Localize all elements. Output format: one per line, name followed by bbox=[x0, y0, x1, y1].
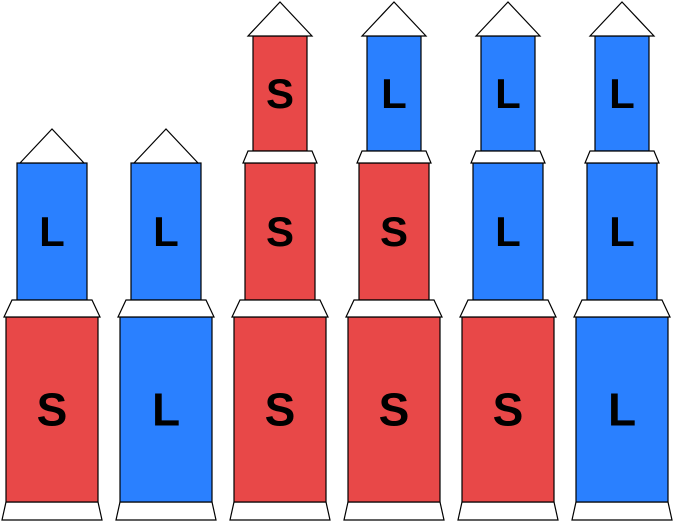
stage-label: S bbox=[266, 70, 294, 117]
stage-connector bbox=[231, 299, 329, 318]
rocket-4: S S L bbox=[343, 1, 445, 521]
stage-body bbox=[244, 162, 316, 301]
stage-label: L bbox=[495, 208, 521, 255]
stage-label: L bbox=[609, 208, 635, 255]
stage-label: S bbox=[37, 384, 68, 436]
stage-body bbox=[366, 35, 422, 152]
stage-label: S bbox=[493, 384, 524, 436]
stage-label: S bbox=[380, 208, 408, 255]
stage-body bbox=[594, 35, 650, 152]
rocket-3: S S S bbox=[229, 1, 331, 521]
stage-label: L bbox=[39, 208, 65, 255]
stage-connector bbox=[584, 150, 660, 164]
nose-cone bbox=[588, 1, 656, 37]
rocket-2: LL bbox=[115, 128, 217, 521]
rocket-1: SL bbox=[1, 128, 103, 521]
rocket-5: S L L bbox=[457, 1, 559, 521]
stage-label: S bbox=[266, 208, 294, 255]
rocket-base bbox=[1, 501, 103, 521]
nose-cone bbox=[474, 1, 542, 37]
stage-body bbox=[233, 316, 327, 503]
stage-connector bbox=[345, 299, 443, 318]
stage-label: L bbox=[495, 70, 521, 117]
stage-connector bbox=[573, 299, 671, 318]
stage-label: L bbox=[608, 384, 636, 436]
nose-cone bbox=[18, 128, 86, 164]
stage-connector bbox=[117, 299, 215, 318]
rocket-base bbox=[229, 501, 331, 521]
stage-body bbox=[347, 316, 441, 503]
rocket-base bbox=[343, 501, 445, 521]
nose-cone bbox=[246, 1, 314, 37]
stage-body bbox=[130, 162, 202, 301]
rocket-base bbox=[115, 501, 217, 521]
stage-label: S bbox=[265, 384, 296, 436]
stage-label: L bbox=[609, 70, 635, 117]
stage-connector bbox=[459, 299, 557, 318]
stage-body bbox=[16, 162, 88, 301]
stage-body bbox=[5, 316, 99, 503]
stage-label: S bbox=[379, 384, 410, 436]
nose-cone bbox=[360, 1, 428, 37]
stage-connector bbox=[3, 299, 101, 318]
rocket-base bbox=[571, 501, 673, 521]
stage-body bbox=[586, 162, 658, 301]
stage-connector bbox=[242, 150, 318, 164]
rocket-6: L L L bbox=[571, 1, 673, 521]
stage-label: L bbox=[152, 384, 180, 436]
stage-label: L bbox=[381, 70, 407, 117]
stage-connector bbox=[356, 150, 432, 164]
rocket-base bbox=[457, 501, 559, 521]
stage-body bbox=[472, 162, 544, 301]
stage-label: L bbox=[153, 208, 179, 255]
nose-cone bbox=[132, 128, 200, 164]
stage-connector bbox=[470, 150, 546, 164]
stage-body bbox=[461, 316, 555, 503]
